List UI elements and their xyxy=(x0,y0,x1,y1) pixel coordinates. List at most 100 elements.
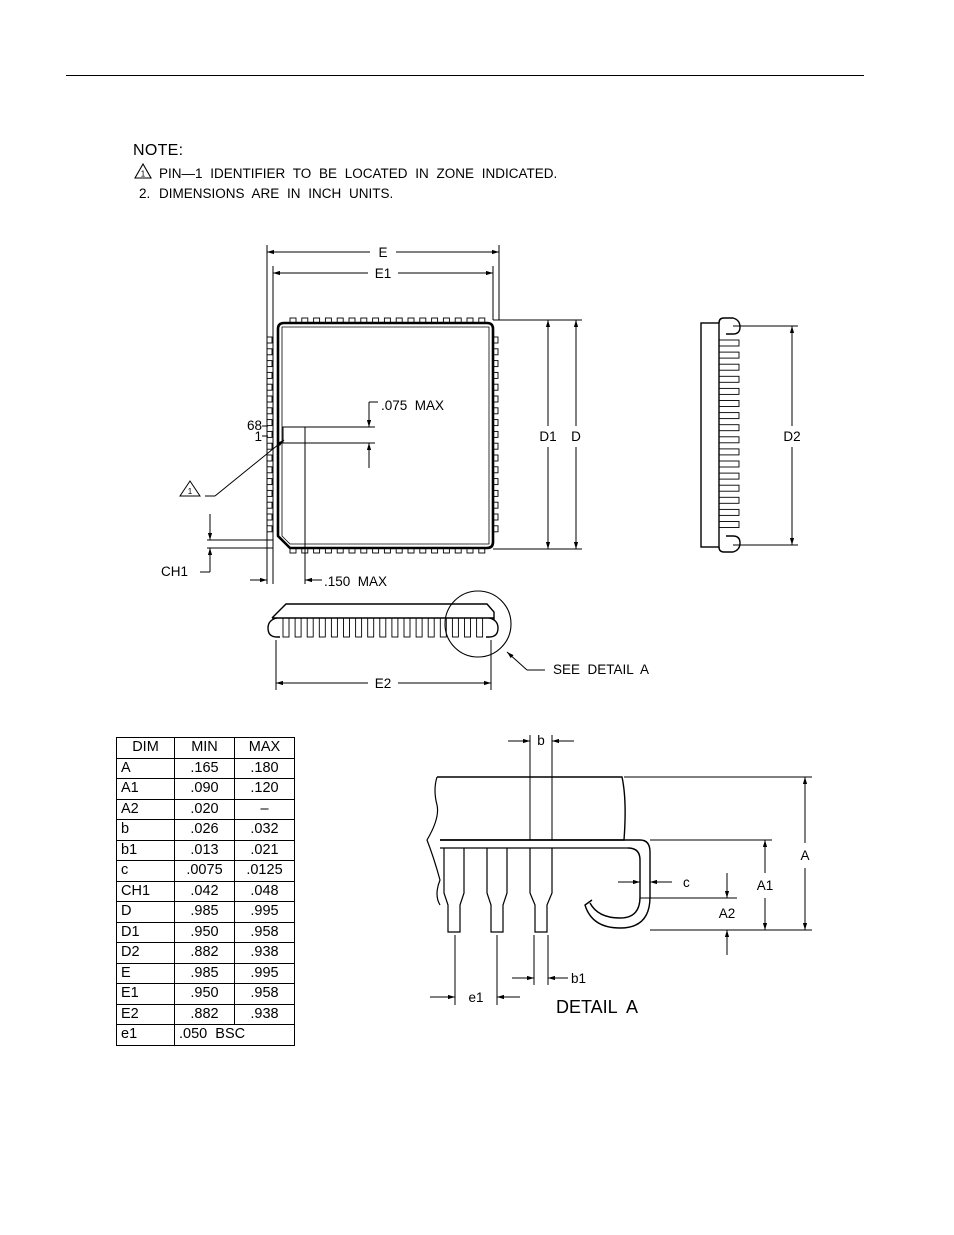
table-header-min: MIN xyxy=(174,737,235,759)
side-view xyxy=(700,317,798,553)
front-pins xyxy=(282,617,484,638)
lead xyxy=(718,412,740,420)
table-cell-value: .050 BSC xyxy=(174,1024,295,1046)
header-rule xyxy=(66,75,864,76)
detail-a-title: DETAIL A xyxy=(556,997,638,1017)
table-cell-max: .958 xyxy=(234,921,295,943)
table-row: A1.090.120 xyxy=(116,778,295,800)
lead xyxy=(282,617,290,638)
top-pins-col-left xyxy=(266,336,273,533)
lead xyxy=(451,617,459,638)
table-cell-dim: A2 xyxy=(116,798,175,820)
dim-label-e1: E1 xyxy=(375,266,392,281)
table-cell-dim: c xyxy=(116,860,175,882)
dim-label-075-max: .075 MAX xyxy=(381,398,444,413)
pin-socket xyxy=(266,348,273,356)
lead xyxy=(306,617,314,638)
lead xyxy=(718,375,740,383)
dim-label-e: E xyxy=(378,245,387,260)
table-cell-min: .042 xyxy=(174,880,235,902)
pin1-marker-number: 1 xyxy=(188,487,193,496)
pin-socket xyxy=(266,371,273,379)
lead xyxy=(718,460,740,468)
table-cell-max: .0125 xyxy=(234,860,295,882)
front-view xyxy=(267,590,545,690)
table-cell-dim: b1 xyxy=(116,839,175,861)
lead xyxy=(718,339,740,347)
lead xyxy=(718,484,740,492)
detail-label-e1: e1 xyxy=(468,990,483,1005)
table-cell-dim: e1 xyxy=(116,1024,175,1046)
lead xyxy=(718,363,740,371)
detail-label-b: b xyxy=(537,733,545,748)
top-view xyxy=(179,245,582,584)
table-cell-min: .950 xyxy=(174,983,235,1005)
dim-label-d: D xyxy=(571,429,581,444)
table-row: A2.020– xyxy=(116,798,295,820)
table-row: E2.882.938 xyxy=(116,1003,295,1025)
table-cell-dim: A1 xyxy=(116,778,175,800)
pin-socket xyxy=(266,430,273,438)
notes-title: NOTE: xyxy=(133,142,184,159)
pin-socket xyxy=(266,336,273,344)
table-cell-max: .938 xyxy=(234,942,295,964)
lead xyxy=(343,617,350,638)
lead xyxy=(355,617,363,638)
see-detail-a-callout: SEE DETAIL A xyxy=(553,662,649,677)
dim-label-d2: D2 xyxy=(783,429,800,444)
lead xyxy=(415,617,423,638)
detail-lead xyxy=(529,848,553,933)
table-cell-min: .090 xyxy=(174,778,235,800)
lead xyxy=(391,617,399,638)
table-header-max: MAX xyxy=(234,737,295,759)
table-cell-min: .950 xyxy=(174,921,235,943)
pin-socket xyxy=(266,466,273,474)
table-cell-dim: b xyxy=(116,819,175,841)
side-pins xyxy=(718,339,740,528)
lead xyxy=(718,472,740,480)
pin-label-1: 1 xyxy=(254,429,262,444)
table-cell-min: .882 xyxy=(174,1003,235,1025)
table-cell-dim: E1 xyxy=(116,983,175,1005)
table-row: D1.950.958 xyxy=(116,921,295,943)
table-cell-min: .985 xyxy=(174,901,235,923)
package-body-outline xyxy=(276,321,495,550)
lead xyxy=(718,387,740,395)
warning-triangle-icon: 1 xyxy=(133,162,159,184)
detail-label-a2: A2 xyxy=(719,906,736,921)
lead xyxy=(718,400,740,407)
detail-lead xyxy=(486,848,508,933)
table-header-row: DIM MIN MAX xyxy=(116,737,295,759)
table-cell-max: .120 xyxy=(234,778,295,800)
table-cell-min: .0075 xyxy=(174,860,235,882)
lead xyxy=(294,617,302,638)
note-item-2: 2. DIMENSIONS ARE IN INCH UNITS. xyxy=(133,184,557,203)
dim-label-d1: D1 xyxy=(539,429,556,444)
lead xyxy=(464,617,471,638)
dim-label-150-max: .150 MAX xyxy=(324,574,387,589)
table-cell-max: .958 xyxy=(234,983,295,1005)
lead xyxy=(367,617,375,638)
table-row: b.026.032 xyxy=(116,819,295,841)
table-cell-max: .995 xyxy=(234,901,295,923)
lead xyxy=(379,617,387,638)
pin-socket xyxy=(266,489,273,497)
detail-label-c: c xyxy=(683,875,690,890)
lead xyxy=(718,436,740,444)
table-cell-min: .020 xyxy=(174,798,235,820)
table-cell-min: .013 xyxy=(174,839,235,861)
pin-socket xyxy=(266,501,273,509)
table-cell-max: .021 xyxy=(234,839,295,861)
table-row: D.985.995 xyxy=(116,901,295,923)
lead xyxy=(476,617,484,638)
lead xyxy=(718,424,740,432)
lead xyxy=(427,617,435,638)
detail-label-a: A xyxy=(800,848,809,863)
pin-socket xyxy=(266,525,273,533)
lead xyxy=(718,448,740,456)
table-cell-dim: D xyxy=(116,901,175,923)
table-cell-dim: D1 xyxy=(116,921,175,943)
table-row: D2.882.938 xyxy=(116,942,295,964)
pin-socket xyxy=(266,419,273,427)
